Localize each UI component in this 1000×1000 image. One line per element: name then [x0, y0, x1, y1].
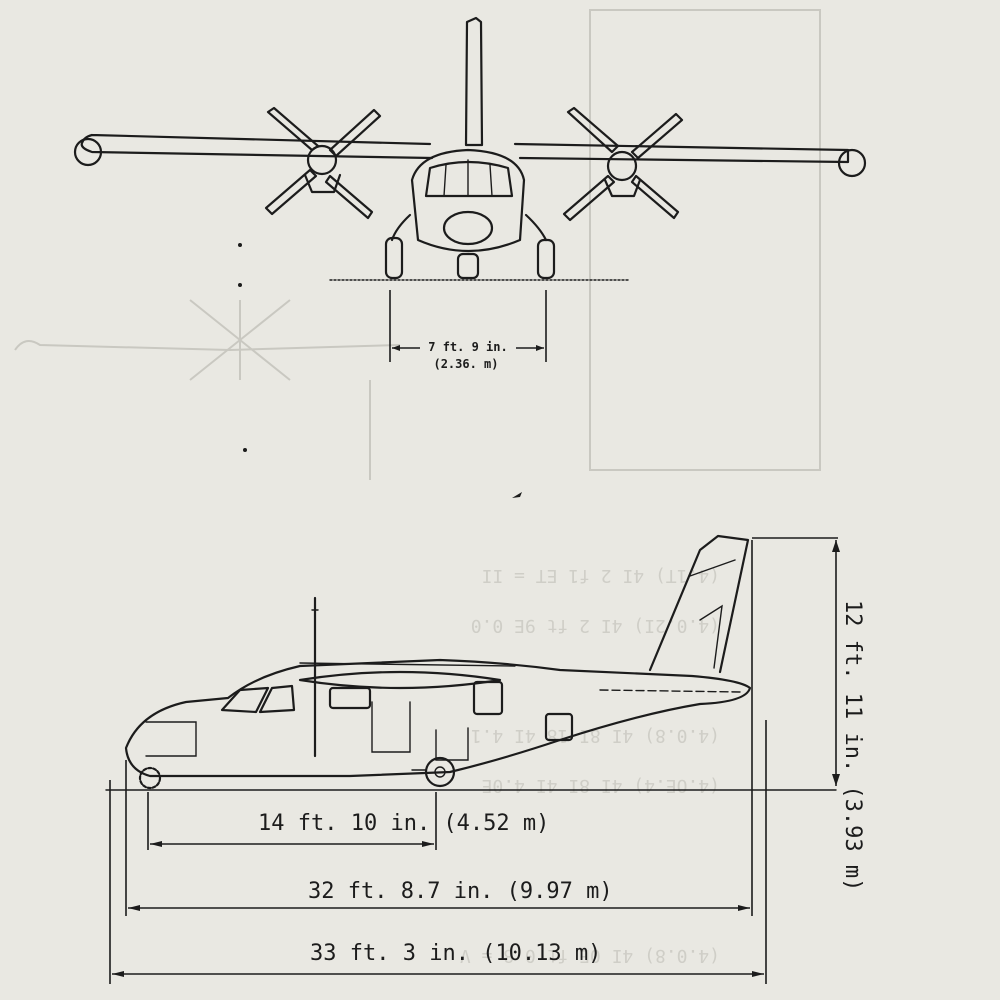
svg-text:(4.1T) 4I 2 f1 ET = II: (4.1T) 4I 2 f1 ET = II [482, 565, 720, 586]
side-view: 12 ft. 11 in. (3.93 m) 14 ft. 10 in. (4.… [105, 534, 865, 984]
front-track-dimension: 7 ft. 9 in. (2.36. m) [389, 290, 547, 371]
cabin-window-3 [544, 712, 574, 742]
left-wingtip-tank [73, 137, 103, 167]
wheelbase-label: 14 ft. 10 in. (4.52 m) [258, 811, 549, 836]
nose-wheel [456, 252, 480, 280]
cabin-window-2 [472, 680, 504, 716]
height-label: 12 ft. 11 in. (3.93 m) [840, 600, 865, 891]
svg-text:(4.0.8) 4I 0E ft 0.8 = V: (4.0.8) 4I 0E ft 0.8 = V [460, 945, 720, 966]
svg-text:(4.0.8) 4I 8I 18 4I 4.1: (4.0.8) 4I 8I 18 4I 4.1 [471, 725, 720, 746]
svg-text:(4.0.2I) 4I 2 ft 9E 0.0: (4.0.2I) 4I 2 ft 9E 0.0 [471, 615, 720, 636]
track-m-label: (2.36. m) [433, 357, 498, 371]
show-through-ghost: (4.1T) 4I 2 f1 ET = II (4.0.2I) 4I 2 ft … [14, 9, 821, 966]
fuselage-front [410, 148, 526, 253]
nose-cone [442, 210, 494, 246]
nose-wheel-side [138, 766, 162, 790]
cockpit-window-2 [258, 684, 296, 714]
vertical-tail [464, 16, 484, 147]
windscreen [424, 160, 514, 198]
height-dimension: 12 ft. 11 in. (3.93 m) [752, 537, 865, 891]
right-gear-strut [524, 213, 548, 242]
overall-length-dimension: 33 ft. 3 in. (10.13 m) [109, 720, 767, 984]
left-main-wheel [384, 236, 404, 280]
svg-text:(4.OE.4) 4I 8I 4I 4.0E: (4.OE.4) 4I 8I 4I 4.0E [482, 775, 720, 796]
fuselage-length-label: 32 ft. 8.7 in. (9.97 m) [308, 879, 613, 904]
fuselage-length-dimension: 32 ft. 8.7 in. (9.97 m) [125, 540, 753, 916]
overall-length-label: 33 ft. 3 in. (10.13 m) [310, 941, 601, 966]
front-view: 7 ft. 9 in. (2.36. m) [73, 16, 867, 498]
main-wheel-side [424, 756, 456, 788]
right-wingtip-tank [837, 148, 867, 178]
cockpit-window-1 [220, 686, 270, 714]
right-wing [513, 142, 850, 164]
left-wing [80, 133, 434, 160]
wing-root-fairing [298, 670, 502, 690]
right-propeller [562, 106, 684, 222]
left-propeller [264, 106, 382, 220]
left-gear-strut [390, 213, 412, 242]
cabin-window-1 [328, 686, 372, 710]
fuselage-side [124, 658, 752, 778]
track-ft-label: 7 ft. 9 in. [428, 340, 507, 354]
wheelbase-dimension: 14 ft. 10 in. (4.52 m) [147, 792, 549, 850]
right-main-wheel [536, 238, 556, 280]
vertical-fin [648, 534, 750, 674]
